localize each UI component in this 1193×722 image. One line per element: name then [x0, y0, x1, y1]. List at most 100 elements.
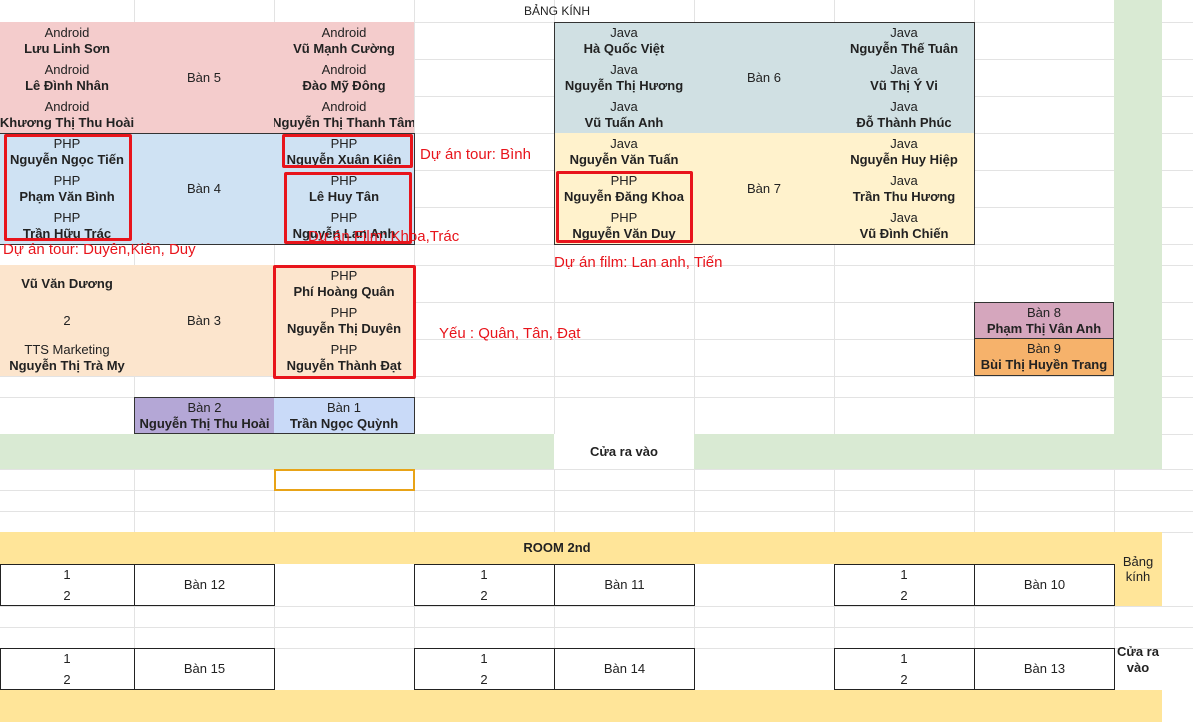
seat-dept: Java [890, 172, 918, 188]
highlight-box [4, 134, 132, 241]
seat-name: Phạm Văn Bình [19, 188, 115, 204]
whiteboard-title: BẢNG KÍNH [523, 4, 590, 18]
seat-dept: Android [321, 24, 367, 40]
seat-name: Vũ Mạnh Cường [293, 40, 395, 56]
seat-number[interactable]: 1 [900, 650, 908, 666]
table-label[interactable]: Bàn 14 [554, 648, 694, 690]
seat-name: Nguyễn Thị Trà My [9, 357, 125, 373]
seat-name: Hà Quốc Việt [583, 40, 665, 56]
annotation-note: Dự án Film: Khoa,Trác [308, 228, 460, 245]
seat-name: Nguyễn Văn Tuấn [569, 151, 679, 167]
seat-number[interactable]: 2 [480, 671, 488, 687]
room2-glass-label: Bảng kính [1114, 532, 1162, 606]
seat-number[interactable]: 2 [900, 671, 908, 687]
seat-number[interactable]: 1 [480, 650, 488, 666]
seat-number[interactable]: 1 [63, 650, 71, 666]
door-label: Cửa ra vào [554, 434, 694, 469]
seat-dept: PHP [330, 209, 358, 225]
seat-name: Trần Hữu Trác [22, 225, 112, 241]
seat-name: Nguyễn Thị Hương [564, 77, 684, 93]
annotation-note: Dự án film: Lan anh, Tiến [554, 254, 723, 271]
seat-name: Lưu Linh Sơn [24, 40, 110, 56]
seat-number[interactable]: 1 [480, 566, 488, 582]
seat-cell[interactable]: 2 [0, 302, 134, 339]
seat-dept: Android [321, 61, 367, 77]
seat-number[interactable]: 2 [900, 587, 908, 603]
seat-number[interactable]: 2 [63, 671, 71, 687]
table-label[interactable]: Bàn 11 [554, 564, 694, 606]
highlight-box [282, 134, 413, 168]
seat-dept: PHP [610, 172, 638, 188]
table-label: Bàn 9 [1027, 341, 1061, 356]
seat-name: Nguyễn Huy Hiệp [850, 151, 958, 167]
table-label[interactable]: Bàn 4 [134, 133, 274, 244]
table-label: Bàn 1 [327, 399, 361, 415]
selected-cell[interactable] [274, 469, 415, 491]
seat-dept: Java [610, 24, 638, 40]
seat-dept: Android [44, 24, 90, 40]
table-label[interactable]: Bàn 15 [134, 648, 274, 690]
seat-cell[interactable]: Vũ Văn Dương [0, 265, 134, 302]
right-wall [1114, 0, 1162, 434]
seat-dept: PHP [330, 304, 358, 320]
seat-dept: Java [890, 24, 918, 40]
table-label[interactable]: Bàn 13 [974, 648, 1114, 690]
table-label[interactable]: Bàn 6 [694, 22, 834, 133]
seat-dept: Java [890, 61, 918, 77]
seat-number[interactable]: 1 [900, 566, 908, 582]
seat-dept: Java [890, 98, 918, 114]
table-label[interactable]: Bàn 3 [134, 265, 274, 376]
seat-dept: Android [44, 98, 90, 114]
table-label[interactable]: Bàn 10 [974, 564, 1114, 606]
seat-name: 2 [63, 312, 71, 328]
highlight-box [284, 172, 412, 244]
table-label[interactable]: Bàn 7 [694, 133, 834, 244]
seat-dept: Android [321, 98, 367, 114]
php-block-border [0, 133, 415, 245]
seat-name: Vũ Đình Chiến [859, 225, 949, 241]
seat-name: Nguyễn Thành Đạt [286, 357, 402, 373]
table-label[interactable]: Bàn 12 [134, 564, 274, 606]
corridor-right [694, 434, 1162, 469]
seat-number[interactable]: 2 [480, 587, 488, 603]
seat-name: Nguyễn Ngọc Tiến [10, 151, 124, 167]
seat-number[interactable]: 1 [63, 566, 71, 582]
seat-number[interactable]: 2 [63, 587, 71, 603]
seat-name: Phạm Thị Vân Anh [986, 320, 1102, 336]
table-label[interactable]: Bàn 5 [134, 22, 274, 133]
highlight-box [556, 171, 693, 243]
seat-name: Nguyễn Thị Duyên [286, 320, 402, 336]
